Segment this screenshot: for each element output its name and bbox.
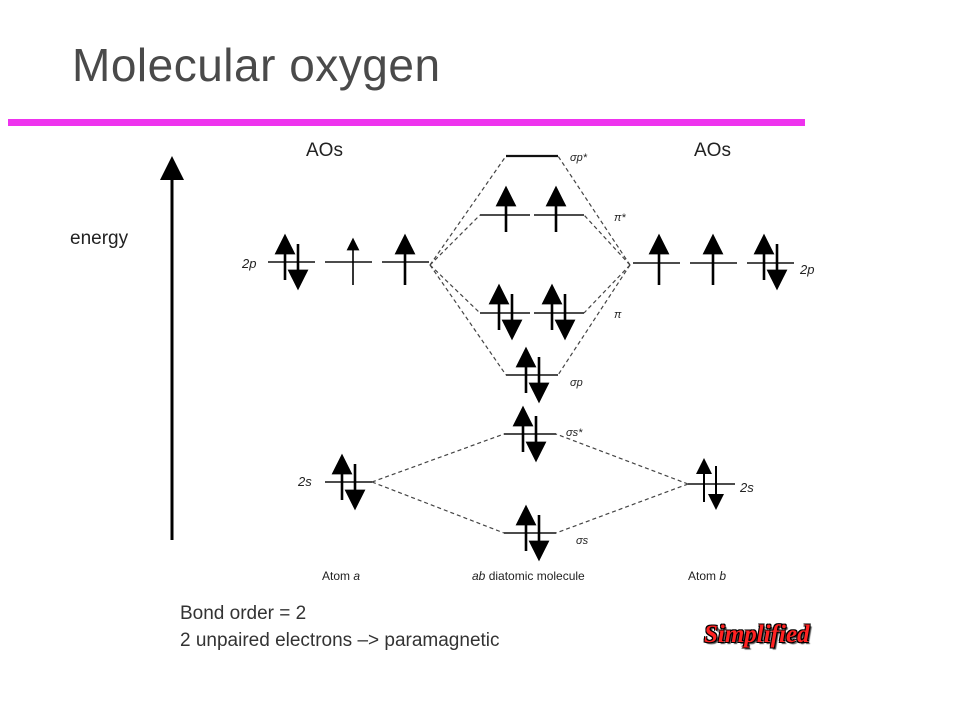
label-sigma-p-star: σp* [570, 152, 588, 164]
title-underline [8, 119, 805, 126]
bond-order-note: Bond order = 2 [180, 603, 307, 624]
label-2s-left: 2s [297, 474, 312, 489]
label-2p-left: 2p [241, 256, 256, 271]
energy-levels [268, 154, 794, 534]
simplified-stamp: Simplified [704, 621, 810, 648]
caption-atom-a: Atom a [322, 569, 360, 583]
electron-pair-left-2p [274, 233, 309, 291]
header-aos-left: AOs [306, 140, 343, 161]
electron-pair-pi-a [488, 283, 523, 341]
electron-pair-sigma-p [515, 346, 550, 404]
label-pi-star: π* [614, 212, 626, 224]
label-pi: π [614, 309, 622, 321]
electron-pair-sigma-s [515, 504, 550, 562]
electron-pair-left-2s [331, 453, 366, 511]
energy-label: energy [70, 228, 129, 249]
slide-title: Molecular oxygen [72, 39, 441, 91]
correlation-lines [371, 155, 689, 534]
label-sigma-s-star: σs* [566, 427, 583, 439]
label-sigma-p: σp [570, 377, 583, 389]
notes-block: Bond order = 2 2 unpaired electrons –> p… [180, 600, 500, 654]
electron-pair-right-2p [753, 233, 788, 291]
caption-molecule: ab diatomic molecule [472, 569, 585, 583]
label-2p-right: 2p [799, 262, 814, 277]
paramagnetic-note: 2 unpaired electrons –> paramagnetic [180, 630, 500, 651]
header-aos-right: AOs [694, 140, 731, 161]
label-sigma-s: σs [576, 535, 589, 547]
electron-pair-right-2s [696, 458, 724, 510]
caption-atom-b: Atom b [688, 569, 726, 583]
electron-pair-pi-b [541, 283, 576, 341]
electrons [274, 185, 788, 562]
electron-pair-sigma-s-star [512, 405, 547, 463]
label-2s-right: 2s [739, 480, 754, 495]
